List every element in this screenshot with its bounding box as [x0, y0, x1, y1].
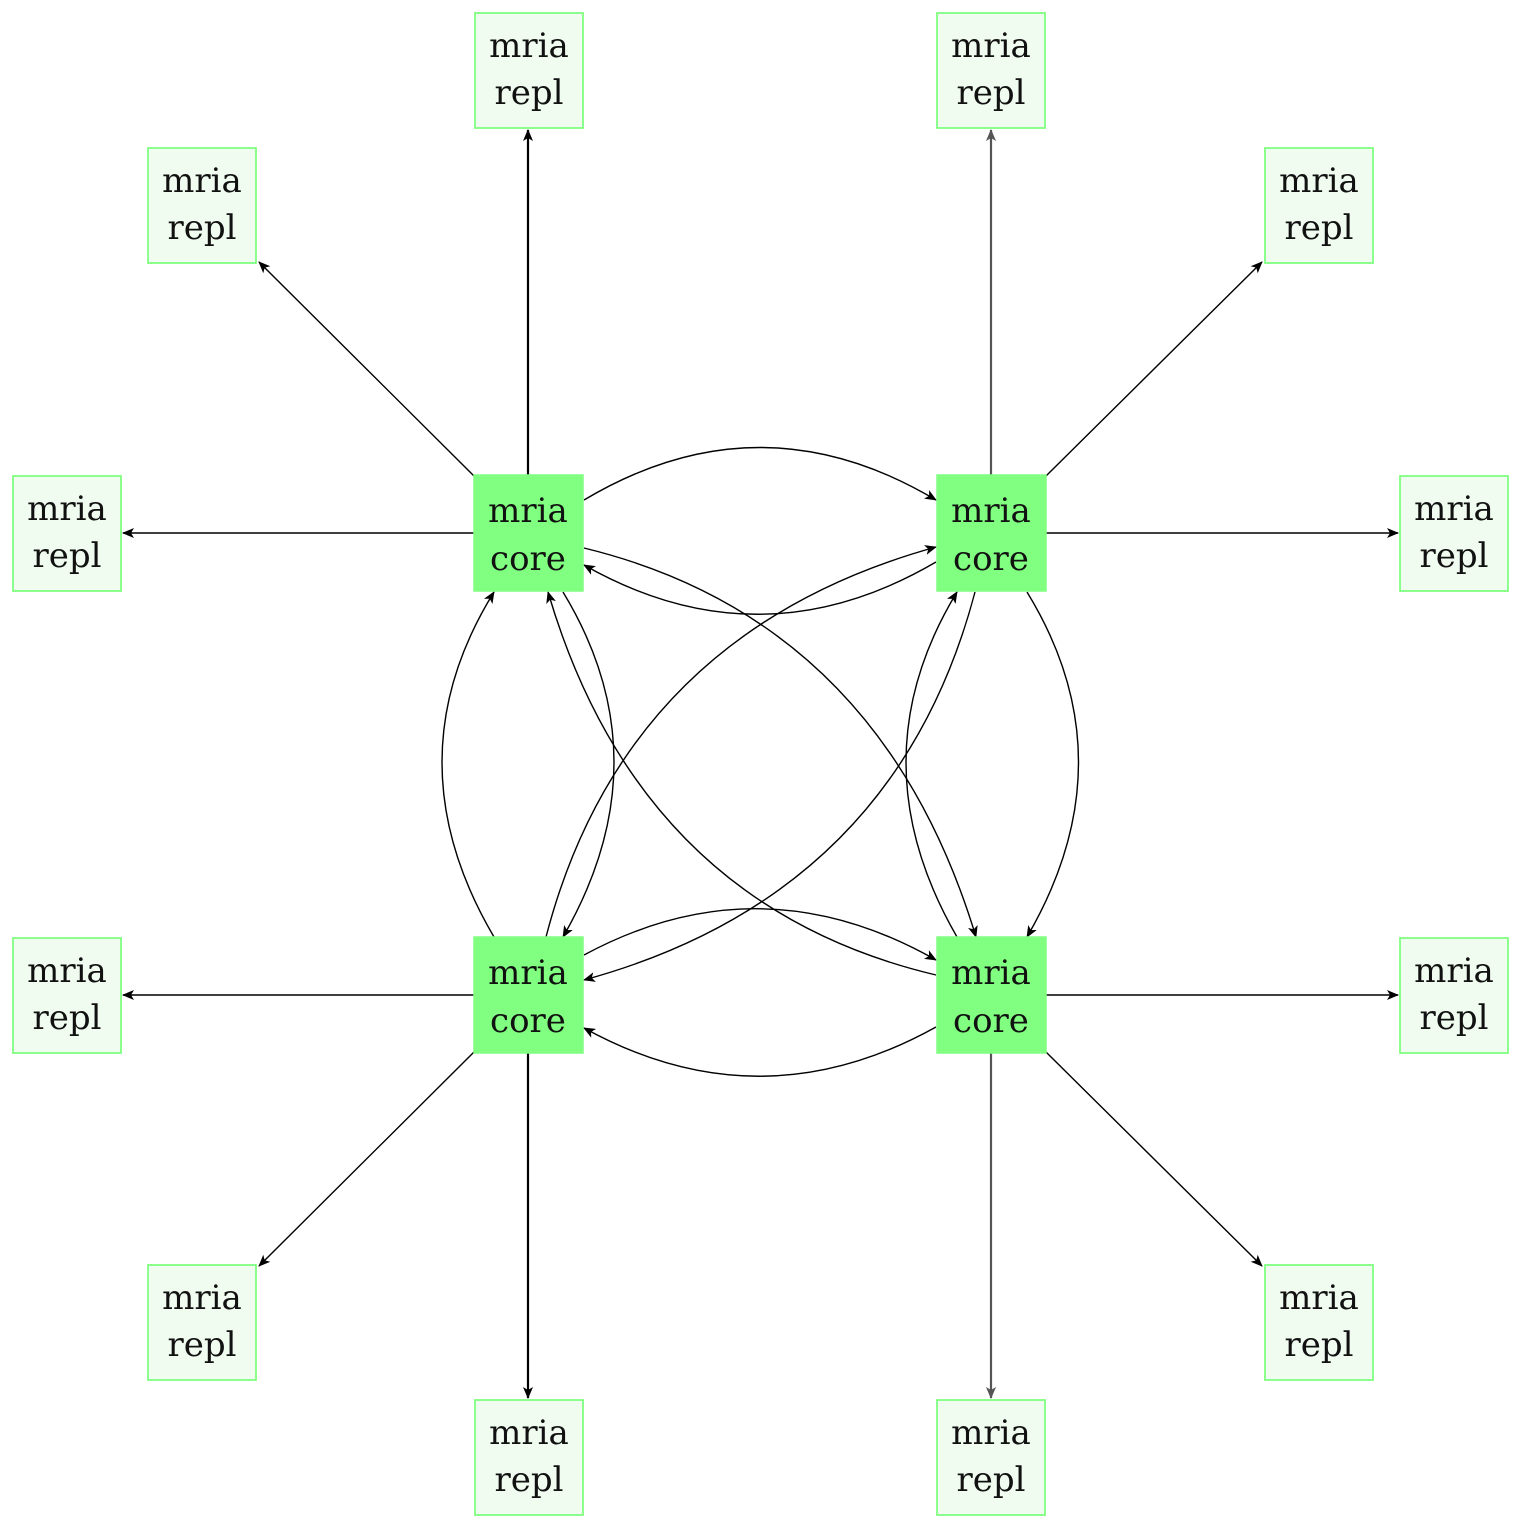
repl-node-top-b: mria repl: [936, 12, 1046, 129]
core-node-top-left: mria core: [473, 474, 584, 592]
node-label-line2: repl: [956, 73, 1025, 113]
edge-core-tr-to-core-br: [1026, 591, 1080, 938]
node-label-line2: core: [953, 539, 1029, 579]
node-label-line2: repl: [1419, 536, 1488, 576]
edge-core-tl-to-repl-upper-left: [258, 261, 475, 477]
node-label-line1: mria: [1279, 161, 1359, 201]
replication-edges: [122, 129, 1399, 1399]
node-label-line1: mria: [951, 1413, 1031, 1453]
node-label-line1: mria: [162, 161, 242, 201]
node-label-line2: repl: [956, 1460, 1025, 1500]
node-label-line1: mria: [488, 953, 568, 993]
node-label-line1: mria: [27, 951, 107, 991]
edge-core-br-to-core-tr: [905, 591, 958, 938]
repl-node-mid-right-bottom: mria repl: [1399, 937, 1509, 1054]
node-label-line1: mria: [489, 26, 569, 66]
node-label-line1: mria: [1414, 489, 1494, 529]
node-label-line1: mria: [488, 491, 568, 531]
edge-core-bl-to-core-tl: [441, 591, 495, 938]
node-label-line2: repl: [167, 1325, 236, 1365]
edge-core-tr-to-core-tl: [583, 561, 937, 615]
repl-node-top-a: mria repl: [474, 12, 584, 129]
node-label-line2: core: [953, 1001, 1029, 1041]
repl-node-upper-right: mria repl: [1264, 147, 1374, 264]
core-node-bottom-right: mria core: [936, 936, 1047, 1054]
repl-node-bottom-a: mria repl: [474, 1399, 584, 1516]
edge-core-tl-to-core-br: [583, 547, 978, 938]
repl-node-upper-left: mria repl: [147, 147, 257, 264]
node-label-line2: repl: [32, 998, 101, 1038]
node-label-line2: repl: [32, 536, 101, 576]
node-label-line2: core: [490, 539, 566, 579]
node-label-line2: repl: [494, 1460, 563, 1500]
edge-core-bl-to-core-br: [583, 908, 937, 961]
node-label-line1: mria: [951, 491, 1031, 531]
repl-node-lower-left: mria repl: [147, 1264, 257, 1381]
node-label-line1: mria: [951, 953, 1031, 993]
node-label-line2: repl: [494, 73, 563, 113]
edge-core-bl-to-core-tr: [545, 545, 937, 938]
core-node-bottom-left: mria core: [473, 936, 584, 1054]
repl-node-mid-left-top: mria repl: [12, 475, 122, 592]
edge-core-tl-to-core-bl: [562, 591, 615, 938]
edge-core-br-to-core-bl: [583, 1026, 937, 1077]
core-node-top-right: mria core: [936, 474, 1047, 592]
repl-node-lower-right: mria repl: [1264, 1264, 1374, 1381]
edge-core-tl-to-core-tr: [583, 446, 937, 501]
node-label-line1: mria: [951, 26, 1031, 66]
edge-core-br-to-core-tl: [546, 591, 937, 976]
repl-node-bottom-b: mria repl: [936, 1399, 1046, 1516]
edge-core-tr-to-repl-upper-right: [1045, 261, 1263, 477]
repl-node-mid-right-top: mria repl: [1399, 475, 1509, 592]
edge-core-bl-to-repl-lower-left: [258, 1051, 475, 1267]
node-label-line2: repl: [1284, 1325, 1353, 1365]
node-label-line2: repl: [1419, 998, 1488, 1038]
core-mesh-edges: [441, 446, 1080, 1077]
node-label-line2: core: [490, 1001, 566, 1041]
node-label-line2: repl: [167, 208, 236, 248]
repl-node-mid-left-bottom: mria repl: [12, 937, 122, 1054]
edge-core-br-to-repl-lower-right: [1045, 1051, 1263, 1267]
node-label-line1: mria: [1414, 951, 1494, 991]
node-label-line2: repl: [1284, 208, 1353, 248]
node-label-line1: mria: [27, 489, 107, 529]
node-label-line1: mria: [489, 1413, 569, 1453]
node-label-line1: mria: [1279, 1278, 1359, 1318]
node-label-line1: mria: [162, 1278, 242, 1318]
edge-core-tr-to-core-bl: [583, 591, 976, 982]
